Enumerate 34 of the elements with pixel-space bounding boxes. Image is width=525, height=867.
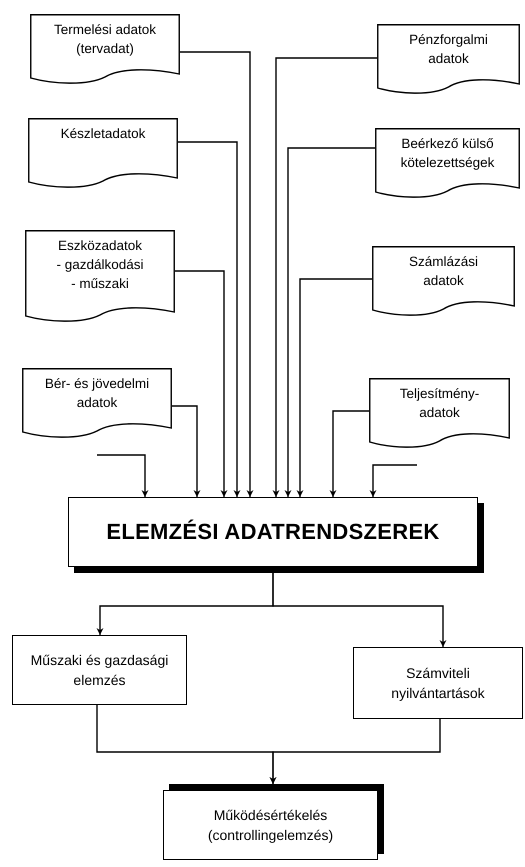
document-shape — [25, 230, 175, 322]
arrow — [172, 405, 200, 497]
arrow — [370, 464, 417, 497]
document-shape — [377, 24, 520, 94]
arrow — [97, 454, 148, 497]
arrow — [330, 410, 369, 497]
document-label: Eszközadatok - gazdálkodási - műszaki — [55, 237, 145, 293]
document-label: Beérkező külső kötelezettségek — [400, 135, 496, 172]
arrow — [270, 719, 441, 784]
document-label: Készletadatok — [60, 125, 146, 143]
document-shape — [22, 368, 172, 438]
arrow — [175, 270, 228, 497]
document-shape — [375, 128, 520, 198]
document-label: Bér- és jövedelmi adatok — [44, 375, 150, 412]
arrow — [178, 141, 240, 497]
arrow — [180, 51, 254, 497]
document-shape — [369, 378, 510, 448]
document-label: Termelési adatok (tervadat) — [52, 21, 158, 58]
arrow — [284, 147, 375, 497]
document-shape — [30, 14, 180, 84]
arrow — [272, 57, 377, 497]
process-box — [353, 647, 523, 719]
box-label: Működésértékelés (controllingelemzés) — [206, 806, 334, 845]
box-label: Műszaki és gazdasági elemzés — [30, 651, 170, 690]
box-label: Számviteli nyilvántartások — [390, 664, 486, 703]
document-label: Teljesítmény-adatok — [398, 385, 480, 422]
document-label: Számlázási adatok — [408, 253, 480, 290]
box-label: ELEMZÉSI ADATRENDSZEREK — [105, 522, 441, 542]
document-label: Pénzforgalmi adatok — [408, 31, 489, 68]
process-box — [12, 635, 187, 705]
document-shape — [28, 118, 178, 188]
arrow — [272, 573, 446, 647]
document-shape — [372, 246, 515, 316]
arrow — [296, 278, 372, 497]
